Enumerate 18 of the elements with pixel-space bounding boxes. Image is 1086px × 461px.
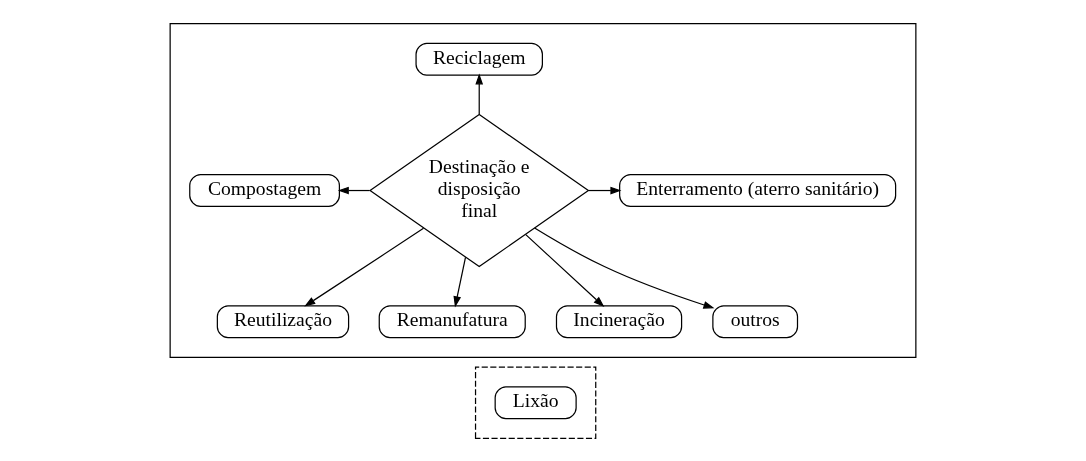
node-box: Reutilização <box>216 304 350 338</box>
arrow <box>587 186 622 194</box>
node-diamond: Destinação e disposição final <box>369 113 590 267</box>
arrow <box>475 72 484 115</box>
node-box: Compostagem <box>189 173 340 207</box>
node-box: Remanufatura <box>378 304 526 338</box>
arrow <box>525 233 605 307</box>
arrow <box>534 226 715 309</box>
node-box: outros <box>712 304 799 338</box>
node-box: Lixão <box>494 385 577 419</box>
cluster <box>169 22 917 358</box>
node-box: Enterramento (aterro sanitário) <box>619 173 897 207</box>
node-box: Incineração <box>555 304 683 338</box>
arrow <box>337 186 371 194</box>
cluster <box>474 366 597 439</box>
arrow <box>304 227 425 307</box>
arrow <box>453 256 467 307</box>
node-box: Reciclagem <box>415 42 543 76</box>
